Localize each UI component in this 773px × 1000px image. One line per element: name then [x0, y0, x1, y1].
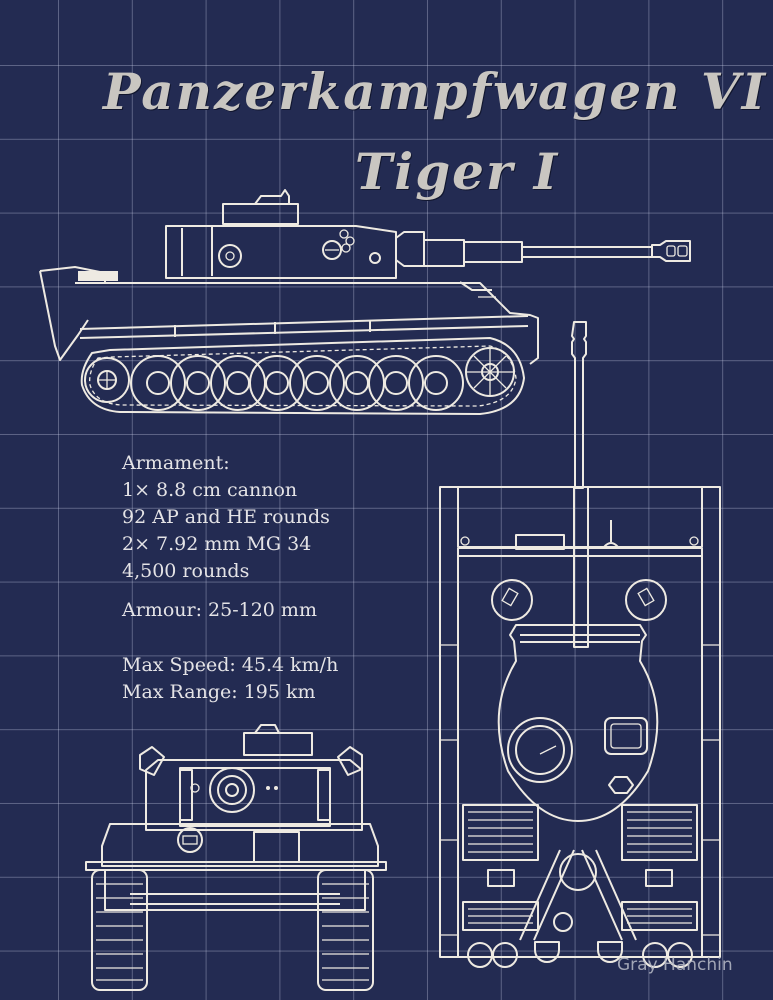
max-range-spec: Max Range: 195 km: [122, 681, 316, 703]
max-speed-spec: Max Speed: 45.4 km/h: [122, 654, 339, 676]
armament-heading: Armament:: [122, 452, 230, 474]
armament-main-rounds: 92 AP and HE rounds: [122, 506, 330, 528]
artist-credit: Gray Hanchin: [617, 955, 733, 975]
spec-list: Armament: 1× 8.8 cm cannon 92 AP and HE …: [122, 450, 338, 706]
armament-mg-rounds: 4,500 rounds: [122, 560, 250, 582]
top-view-drawing: [439, 321, 721, 968]
armament-machine-guns: 2× 7.92 mm MG 34: [122, 533, 312, 555]
title-line-1: Panzerkampfwagen VI: [103, 62, 768, 121]
armament-main-gun: 1× 8.8 cm cannon: [122, 479, 298, 501]
side-view-drawing: [39, 189, 691, 415]
front-view-drawing: [85, 724, 387, 991]
armour-spec: Armour: 25-120 mm: [122, 599, 317, 621]
title-line-2: Tiger I: [355, 142, 560, 201]
